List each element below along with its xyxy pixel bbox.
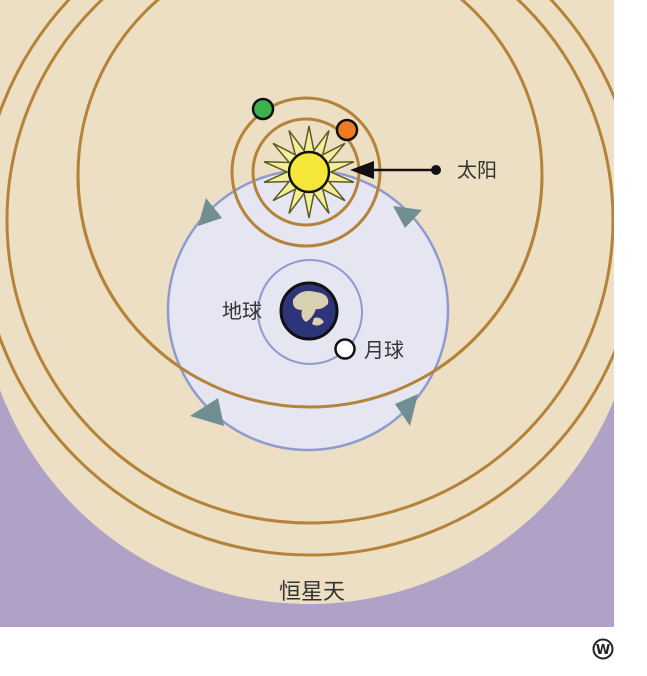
earth-icon bbox=[279, 281, 339, 341]
sun-label: 太阳 bbox=[457, 158, 497, 182]
outer-orbit-ring-2 bbox=[5, 0, 614, 525]
sun-pointer-arrowhead bbox=[350, 161, 374, 179]
planet-green-icon bbox=[251, 97, 275, 121]
outer-orbit-ring-1 bbox=[0, 0, 614, 557]
planet-orange-icon bbox=[335, 118, 359, 142]
sun-icon bbox=[263, 125, 355, 219]
direction-arrow-bottom-left bbox=[190, 398, 224, 426]
sun-epicycle-outer bbox=[230, 96, 382, 248]
watermark-badge-letter: W bbox=[596, 643, 610, 658]
direction-arrow-top-right bbox=[393, 206, 422, 228]
earth-label: 地球 bbox=[222, 299, 262, 323]
moon-icon bbox=[334, 338, 356, 360]
fixed-stars-label: 恒星天 bbox=[279, 580, 345, 605]
direction-arrow-top-left bbox=[198, 198, 222, 226]
fixed-stars-region bbox=[0, 390, 614, 627]
direction-arrow-bottom-right bbox=[395, 394, 418, 426]
sun-pointer-dot bbox=[431, 165, 441, 175]
moon-label: 月球 bbox=[364, 338, 404, 362]
moon-orbit bbox=[257, 259, 363, 365]
sun-deferent-ring bbox=[76, 174, 544, 409]
watermark-badge: W bbox=[592, 638, 614, 660]
